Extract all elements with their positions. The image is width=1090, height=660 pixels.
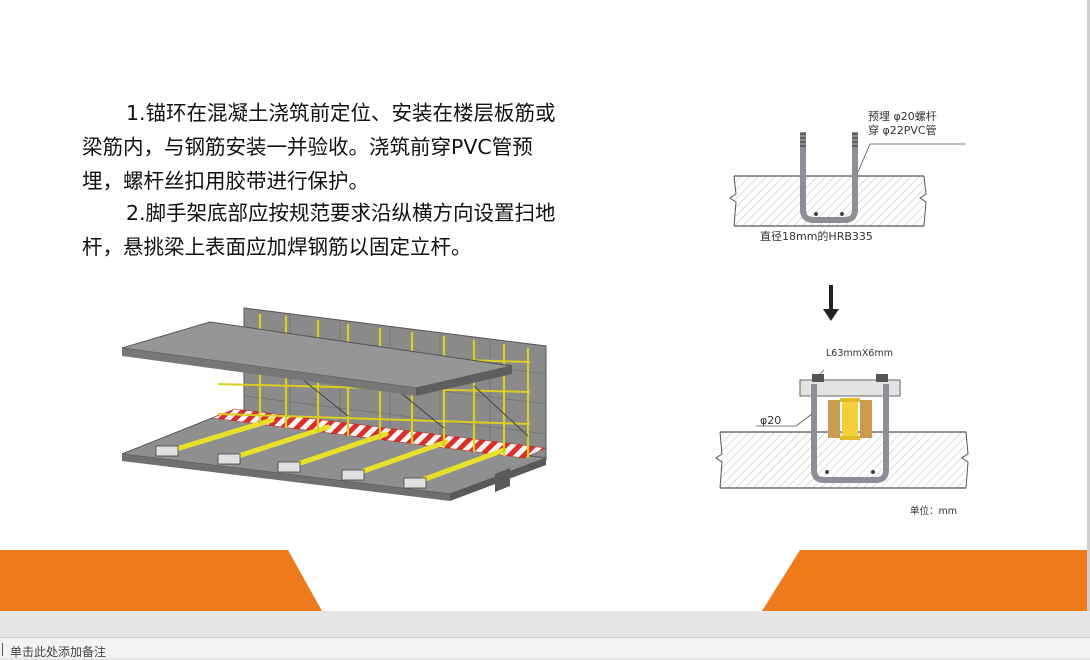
rod-diameter-label: φ20 bbox=[760, 414, 781, 427]
down-arrow-icon bbox=[823, 285, 839, 321]
paragraph-anchor-ring: 1.锚环在混凝土浇筑前定位、安装在楼层板筋或 梁筋内，与钢筋安装一并验收。浇筑前… bbox=[82, 96, 612, 198]
scaffold-3d-illustration bbox=[121, 307, 547, 501]
slide-canvas[interactable]: 1.锚环在混凝土浇筑前定位、安装在楼层板筋或 梁筋内，与钢筋安装一并验收。浇筑前… bbox=[0, 0, 1087, 611]
paragraph-line: 1.锚环在混凝土浇筑前定位、安装在楼层板筋或 bbox=[126, 101, 556, 125]
angle-steel-label: L63mmX6mm bbox=[826, 348, 893, 359]
notes-pane[interactable]: 单击此处添加备注 bbox=[0, 637, 1090, 659]
unit-label: 单位：mm bbox=[910, 505, 957, 517]
diagram-caption: 直径18mm的HRB335 bbox=[760, 229, 873, 243]
paragraph-line: 2.脚手架底部应按规范要求沿纵横方向设置扫地 bbox=[126, 201, 556, 225]
orange-footer-right bbox=[762, 550, 1087, 611]
paragraph-scaffold-base: 2.脚手架底部应按规范要求沿纵横方向设置扫地 杆，悬挑梁上表面应加焊钢筋以固定立… bbox=[82, 196, 612, 264]
paragraph-line: 梁筋内，与钢筋安装一并验收。浇筑前穿PVC管预 bbox=[82, 135, 533, 159]
orange-footer-left bbox=[0, 550, 322, 611]
anchor-embed-diagram: 预埋 φ20螺杆 穿 φ22PVC管 直径18mm的HRB335 bbox=[729, 109, 966, 243]
diagram-callout-line2: 穿 φ22PVC管 bbox=[868, 123, 937, 137]
paragraph-line: 埋，螺杆丝扣用胶带进行保护。 bbox=[82, 169, 369, 193]
diagram-callout-line1: 预埋 φ20螺杆 bbox=[868, 109, 937, 123]
orange-footer-band bbox=[0, 550, 1087, 611]
slide-edge-shadow bbox=[1087, 0, 1090, 611]
paragraph-line: 杆，悬挑梁上表面应加焊钢筋以固定立杆。 bbox=[82, 235, 472, 259]
text-caret bbox=[2, 643, 3, 656]
notes-placeholder: 单击此处添加备注 bbox=[10, 645, 107, 659]
anchor-fixing-diagram: L63mmX6mm φ20 单位：mm bbox=[715, 348, 969, 517]
